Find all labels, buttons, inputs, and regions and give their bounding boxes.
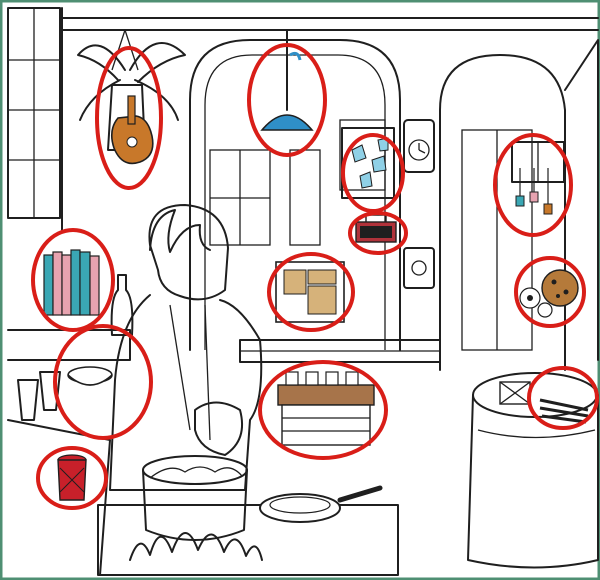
- found-circle: [267, 252, 355, 332]
- found-circle: [514, 256, 586, 328]
- found-circle: [53, 324, 153, 440]
- toolbox-icon[interactable]: [355, 214, 397, 243]
- center-arch-window: [189, 39, 401, 351]
- hanging-keys-icon[interactable]: [511, 141, 565, 215]
- found-circle: [493, 133, 573, 237]
- found-circle: [341, 133, 405, 213]
- ceiling-beam: [61, 17, 599, 31]
- chopsticks-icon[interactable]: [499, 381, 589, 424]
- candles-shelf-icon[interactable]: [277, 371, 375, 446]
- found-circle: [348, 211, 408, 255]
- books-icon[interactable]: [43, 249, 100, 316]
- wall-clock: [403, 119, 435, 173]
- found-circle: [36, 446, 108, 510]
- guitar-icon[interactable]: [110, 95, 154, 165]
- wall-phone: [403, 247, 435, 289]
- found-circle: [247, 43, 327, 157]
- found-circle: [258, 360, 388, 460]
- drum-icon[interactable]: [57, 454, 87, 501]
- found-circle: [95, 46, 163, 190]
- bowl-icon[interactable]: [67, 366, 113, 386]
- found-circles: [31, 43, 599, 510]
- picture-frame-icon[interactable]: [275, 261, 345, 323]
- cookie-flower-icon[interactable]: [519, 269, 579, 318]
- pan-icon[interactable]: [259, 485, 383, 523]
- stove-flames: [97, 504, 399, 576]
- cooking-pot: [142, 455, 248, 541]
- left-wall-window: [7, 7, 63, 231]
- found-circle: [31, 228, 115, 332]
- found-circle: [527, 366, 599, 430]
